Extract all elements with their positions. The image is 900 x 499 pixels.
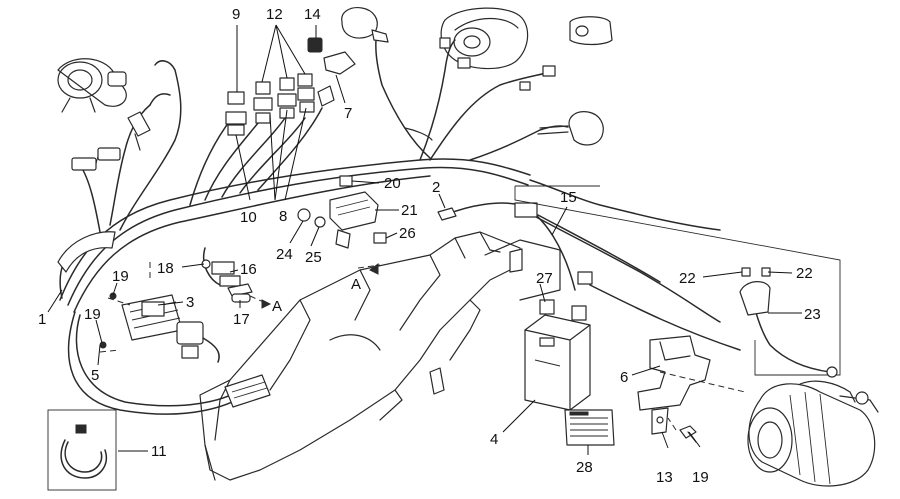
callout-12: 12 — [266, 6, 283, 23]
right-turn-signal — [537, 111, 604, 146]
parking-light — [569, 16, 613, 46]
callout-7: 7 — [344, 105, 352, 122]
callout-22b: 22 — [796, 265, 813, 282]
battery-label-28 — [564, 409, 615, 446]
callout-19c: 19 — [692, 469, 709, 486]
callout-21: 21 — [401, 202, 418, 219]
horn-assembly — [57, 58, 127, 113]
voltage-regulator — [99, 292, 183, 349]
callout-15: 15 — [560, 189, 577, 206]
reference-label-a2: A — [272, 298, 282, 315]
rectifier-16 — [201, 259, 253, 297]
callout-labels: 1 2 3 4 5 6 7 8 9 10 11 12 13 14 15 16 1… — [38, 6, 821, 486]
callout-27: 27 — [536, 270, 553, 287]
callout-26: 26 — [399, 225, 416, 242]
reference-label-a1: A — [351, 276, 361, 293]
alignment-dashed-lines — [99, 262, 746, 431]
reference-arrows — [261, 263, 379, 309]
callout-19a: 19 — [112, 268, 129, 285]
starter-motor — [747, 380, 879, 487]
leader-lines — [47, 24, 802, 455]
right-inset-frame — [514, 185, 841, 376]
callout-23: 23 — [804, 306, 821, 323]
callout-3: 3 — [186, 294, 194, 311]
callout-5: 5 — [91, 367, 99, 384]
callout-28: 28 — [576, 459, 593, 476]
callout-25: 25 — [305, 249, 322, 266]
connector-2 — [437, 207, 457, 221]
relay-group — [225, 37, 356, 136]
battery — [524, 299, 591, 411]
callout-11: 11 — [151, 443, 167, 460]
callout-24: 24 — [276, 246, 293, 263]
bulb-holder-17 — [231, 293, 251, 303]
callout-19b: 19 — [84, 306, 101, 323]
ground-cable-23 — [739, 267, 838, 378]
connector-block-left — [176, 247, 221, 363]
callout-18: 18 — [157, 260, 174, 277]
side-stand-switch — [71, 147, 121, 171]
front-connectors — [404, 37, 556, 141]
callout-14: 14 — [304, 6, 321, 23]
callout-9: 9 — [232, 6, 240, 23]
temperature-sensor — [127, 111, 151, 151]
callout-13: 13 — [656, 469, 673, 486]
callout-17: 17 — [233, 311, 250, 328]
fuse-box — [297, 175, 387, 249]
inset-box-11 — [47, 409, 117, 491]
callout-2: 2 — [432, 179, 440, 196]
callout-20: 20 — [384, 175, 401, 192]
callout-10: 10 — [240, 209, 257, 226]
callout-1: 1 — [38, 311, 46, 328]
mounting-bracket — [637, 335, 711, 443]
main-wiring-harness — [57, 39, 721, 415]
battery-tray-frame — [199, 231, 561, 481]
callout-16: 16 — [240, 261, 257, 278]
callout-8: 8 — [279, 208, 287, 225]
headlight-assembly — [440, 7, 529, 70]
callout-22a: 22 — [679, 270, 696, 287]
battery-cable-15 — [514, 202, 741, 351]
callout-6: 6 — [620, 369, 628, 386]
left-turn-signal — [341, 7, 389, 43]
callout-4: 4 — [490, 431, 498, 448]
